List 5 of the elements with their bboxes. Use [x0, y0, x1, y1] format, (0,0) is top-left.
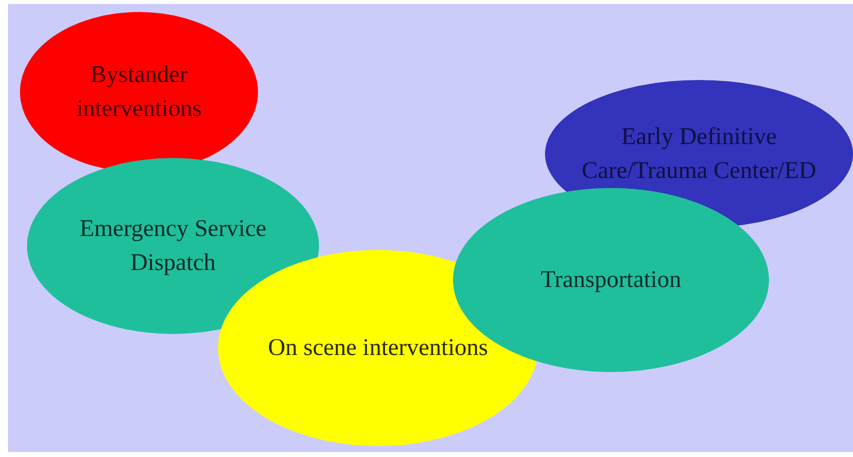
node-label: Early Definitive Care/Trauma Center/ED [580, 123, 818, 186]
node-label: Transportation [540, 266, 682, 295]
node-label: On scene interventions [268, 334, 488, 363]
node-label: Bystander interventions [75, 61, 203, 124]
node-label: Emergency Service Dispatch [78, 215, 268, 278]
